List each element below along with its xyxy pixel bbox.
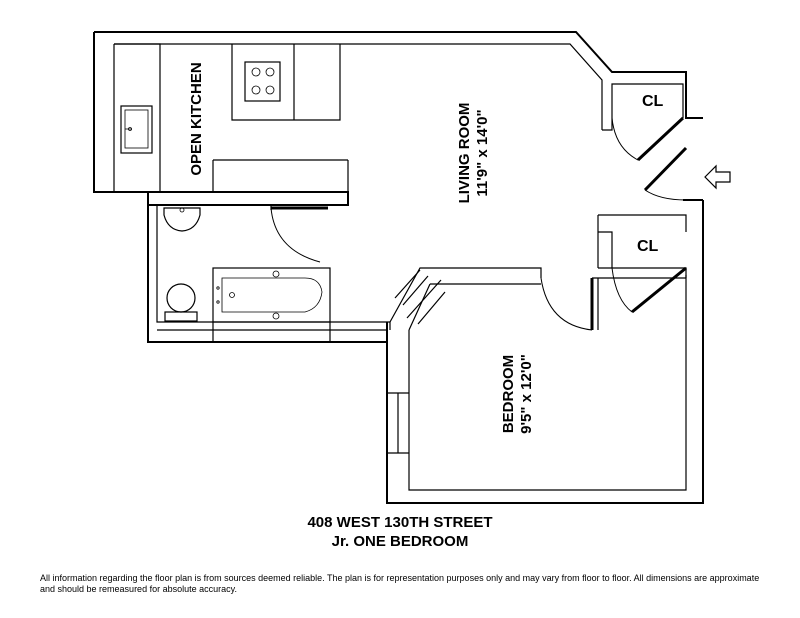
bedroom-side-window [387, 392, 409, 454]
bathroom-sink-icon [163, 207, 201, 232]
interior-walls [94, 83, 687, 342]
closet-bottom-door [611, 266, 687, 314]
unit-type: Jr. ONE BEDROOM [331, 533, 469, 550]
bedroom-label: BEDROOM [500, 355, 517, 433]
sink-icon [120, 105, 153, 154]
living-room-dimensions: 11'9" x 14'0" [474, 109, 491, 196]
toilet-icon [164, 283, 198, 322]
plan-address: 408 WEST 130TH STREET [307, 514, 493, 531]
living-room-label: LIVING ROOM [456, 103, 473, 204]
entrance-arrow-icon [704, 164, 731, 190]
closet-top-label: CL [642, 93, 664, 110]
stove-icon [244, 61, 281, 102]
kitchen-label: OPEN KITCHEN [188, 62, 205, 175]
bedroom-door [540, 277, 594, 331]
bathtub-icon [212, 267, 331, 323]
kitchen-counter [114, 43, 341, 192]
bedroom-dimensions: 9'5" x 12'0" [518, 354, 535, 434]
bathroom-door [270, 206, 328, 263]
bathroom-window [157, 322, 387, 342]
disclaimer-text: All information regarding the floor plan… [40, 573, 760, 594]
bedroom-diagonal-window [394, 269, 446, 325]
closet-bottom-label: CL [637, 238, 659, 255]
closet-top-door [611, 116, 685, 162]
entry-door [643, 146, 688, 201]
